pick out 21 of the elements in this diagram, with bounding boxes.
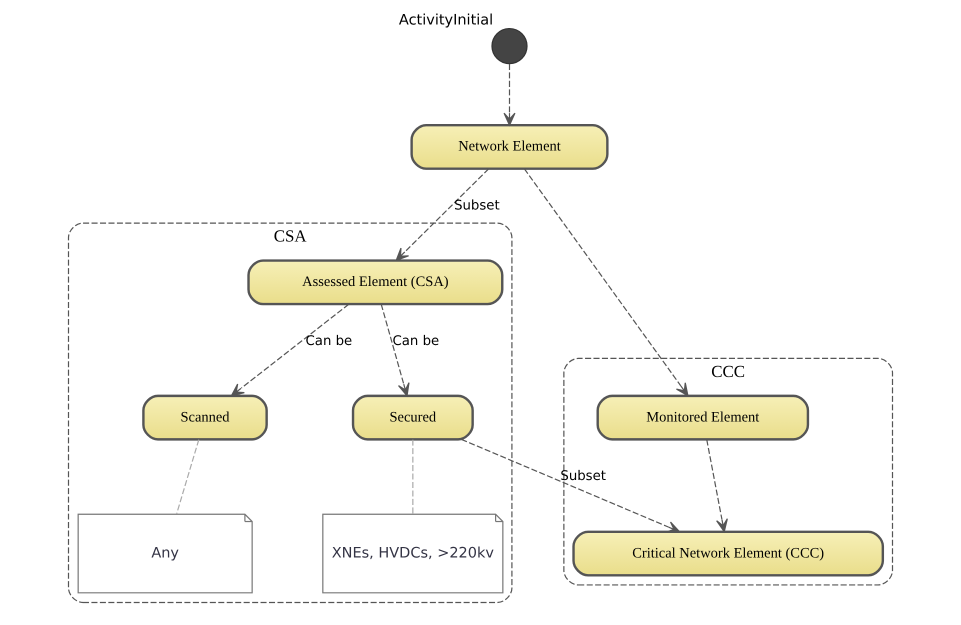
connector	[412, 440, 414, 514]
node-circle	[491, 28, 528, 64]
node-box: Secured	[352, 394, 474, 441]
edge-label: Subset	[560, 469, 606, 484]
arrow	[503, 64, 516, 126]
edge-label: Can be	[392, 334, 440, 349]
arrow	[396, 168, 489, 262]
arrow	[461, 438, 680, 533]
node-box: Critical Network Element (CCC)	[572, 530, 884, 576]
edge-label: Subset	[454, 198, 500, 214]
node-box: Network Element	[410, 124, 609, 170]
arrow	[380, 304, 410, 396]
connector	[176, 440, 200, 514]
node-label: ActivityInitial	[398, 12, 494, 28]
node-box: Monitored Element	[596, 394, 810, 441]
node-box: Assessed Element (CSA)	[247, 259, 504, 306]
arrow	[230, 304, 350, 396]
node-box: Scanned	[142, 394, 268, 441]
edge-label: Can be	[306, 334, 352, 349]
arrow	[524, 168, 689, 396]
arrow	[706, 440, 728, 532]
